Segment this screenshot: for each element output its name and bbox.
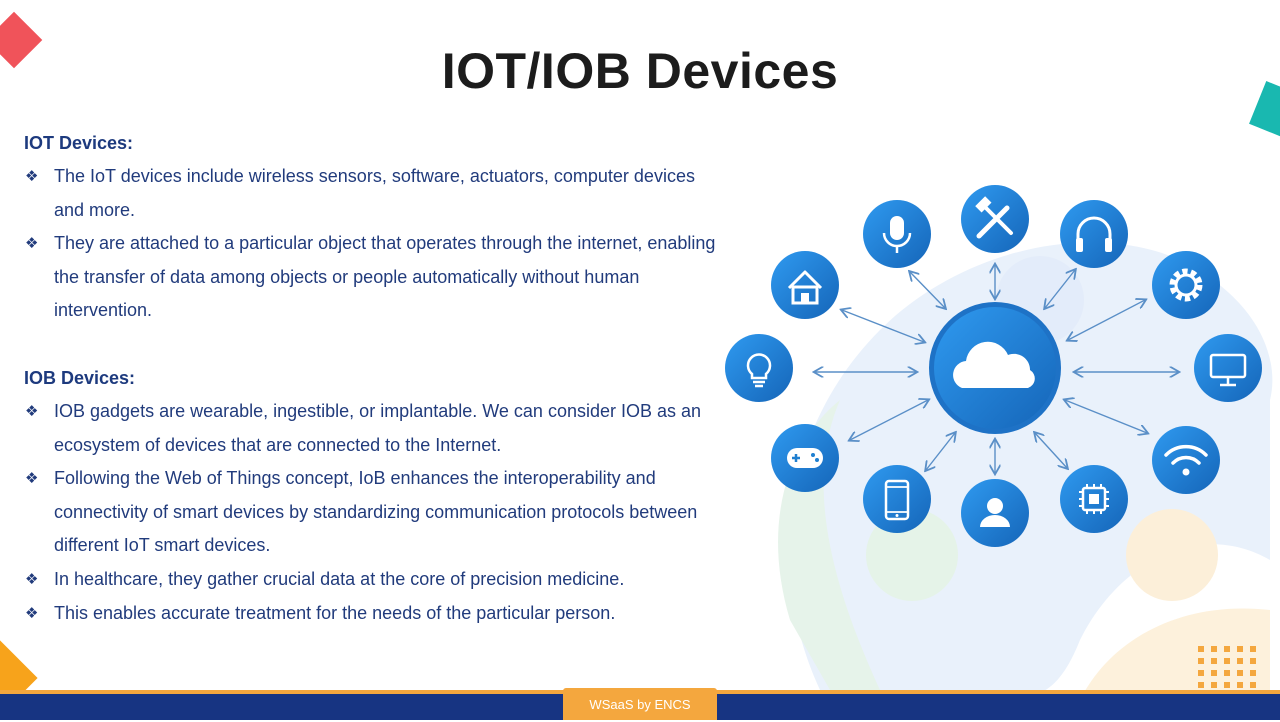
section-heading-iot: IOT Devices: (24, 133, 134, 153)
decorative-dot (1237, 670, 1243, 676)
bullet-diamond-icon: ❖ (25, 470, 39, 488)
decorative-dot (1237, 682, 1243, 688)
bullet-diamond-icon: ❖ (25, 235, 39, 253)
decorative-dot (1237, 658, 1243, 664)
lightbulb-icon (725, 334, 793, 402)
decorative-dot (1250, 682, 1256, 688)
background-swirls (778, 242, 1273, 700)
iot-network-illustration (725, 185, 1273, 700)
list-item: ❖ In healthcare, they gather crucial data… (24, 563, 729, 597)
tools-icon (961, 185, 1029, 253)
microphone-icon (863, 200, 931, 268)
decorative-dot (1198, 682, 1204, 688)
bullet-list-iob: ❖ IOB gadgets are wearable, ingestible, o… (24, 395, 729, 630)
bullet-text: This enables accurate treatment for the … (54, 602, 616, 623)
bullet-text: The IoT devices include wireless sensors… (54, 166, 695, 220)
user-icon (961, 479, 1029, 547)
gear-icon (1152, 251, 1220, 319)
bullet-text: IOB gadgets are wearable, ingestible, or… (54, 400, 702, 455)
cloud-hub (929, 302, 1061, 434)
headphones-icon (1060, 200, 1128, 268)
decorative-dot (1198, 646, 1204, 652)
bullet-text: They are attached to a particular object… (54, 233, 716, 321)
text-column: IOT Devices: ❖ The IoT devices include wi… (24, 126, 729, 630)
monitor-icon (1194, 334, 1262, 402)
decorative-dot (1237, 646, 1243, 652)
bullet-diamond-icon: ❖ (25, 604, 39, 622)
gamepad-icon (771, 424, 839, 492)
decorative-dot (1224, 658, 1230, 664)
section-heading-iob: IOB Devices: (24, 367, 136, 388)
decorative-dot (1198, 658, 1204, 664)
bullet-text: In healthcare, they gather crucial data … (54, 568, 625, 589)
bullet-diamond-icon: ❖ (25, 570, 39, 588)
list-item: ❖ Following the Web of Things concept, Io… (24, 462, 729, 563)
decorative-dot (1211, 682, 1217, 688)
decorative-dot (1211, 658, 1217, 664)
bullet-diamond-icon: ❖ (25, 402, 39, 420)
decorative-dot (1250, 646, 1256, 652)
decorative-dot (1224, 682, 1230, 688)
decorative-dot (1224, 646, 1230, 652)
footer-badge: WSaaS by ENCS (563, 688, 717, 720)
connector-arrows (815, 265, 1178, 473)
list-item: ❖ This enables accurate treatment for the… (24, 597, 729, 631)
list-item: ❖ They are attached to a particular objec… (24, 227, 729, 328)
slide-title: IOT/IOB Devices (441, 43, 839, 99)
cloud-icon (953, 341, 1035, 388)
home-icon (771, 251, 839, 319)
chip-icon (1060, 465, 1128, 533)
bullet-diamond-icon: ❖ (25, 168, 39, 185)
list-item: ❖ The IoT devices include wireless sensor… (24, 160, 729, 227)
list-item: ❖ IOB gadgets are wearable, ingestible, o… (24, 395, 729, 462)
bullet-list-iot: ❖ The IoT devices include wireless sensor… (24, 160, 729, 328)
decorative-dot (1211, 646, 1217, 652)
bullet-text: Following the Web of Things concept, IoB… (54, 468, 698, 556)
decorative-dot (1250, 658, 1256, 664)
wifi-icon (1152, 426, 1220, 494)
decorative-dot (1224, 670, 1230, 676)
smartphone-icon (863, 465, 931, 533)
decorative-dot (1250, 670, 1256, 676)
decorative-dot (1198, 670, 1204, 676)
decorative-dot (1211, 670, 1217, 676)
